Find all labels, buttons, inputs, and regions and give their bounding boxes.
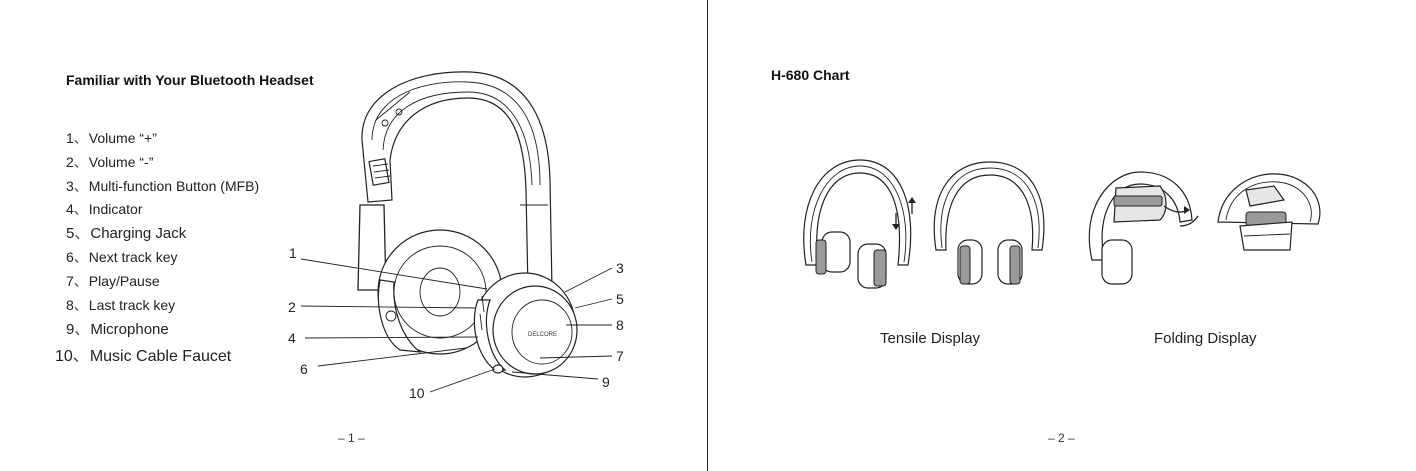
front-earcup: DELCORE bbox=[473, 272, 578, 378]
callout-6: 6 bbox=[300, 361, 308, 377]
headset-diagram: DELCORE 1 2 3 4 5 6 7 8 9 10 bbox=[288, 71, 624, 401]
legend-item: 7、Play/Pause bbox=[66, 273, 160, 289]
tensile-headset-1 bbox=[803, 159, 916, 289]
page-title-left: Familiar with Your Bluetooth Headset bbox=[66, 72, 314, 88]
legend-item: 2、Volume “-” bbox=[66, 154, 154, 170]
legend-item: 4、Indicator bbox=[66, 201, 143, 217]
page-divider bbox=[707, 0, 708, 471]
legend-item: 10、Music Cable Faucet bbox=[55, 348, 232, 365]
callout-9: 9 bbox=[602, 374, 610, 390]
callout-7: 7 bbox=[616, 348, 624, 364]
page-number-left: – 1 – bbox=[338, 431, 365, 445]
callout-4: 4 bbox=[288, 330, 296, 346]
folding-headset-1 bbox=[1088, 171, 1199, 285]
callout-10: 10 bbox=[409, 385, 425, 401]
legend-item: 3、Multi-function Button (MFB) bbox=[66, 178, 260, 194]
tensile-headset-2 bbox=[933, 161, 1045, 285]
folding-headset-2 bbox=[1217, 173, 1321, 251]
callout-8: 8 bbox=[616, 317, 624, 333]
page-number-right: – 2 – bbox=[1048, 431, 1075, 445]
legend-item: 5、Charging Jack bbox=[66, 225, 187, 242]
legend-item: 9、Microphone bbox=[66, 321, 169, 338]
tensile-display-caption: Tensile Display bbox=[880, 330, 981, 347]
callout-2: 2 bbox=[288, 299, 296, 315]
legend-item: 8、Last track key bbox=[66, 297, 176, 313]
callout-1: 1 bbox=[289, 245, 297, 261]
folding-display-caption: Folding Display bbox=[1154, 330, 1257, 347]
legend-item: 1、Volume “+” bbox=[66, 130, 157, 146]
page-title-right: H-680 Chart bbox=[771, 67, 850, 83]
legend-item: 6、Next track key bbox=[66, 249, 178, 265]
callout-3: 3 bbox=[616, 260, 624, 276]
earcup-brand-label: DELCORE bbox=[528, 332, 557, 338]
headband bbox=[357, 71, 553, 291]
callout-5: 5 bbox=[616, 291, 624, 307]
callout-leaders bbox=[300, 258, 613, 393]
